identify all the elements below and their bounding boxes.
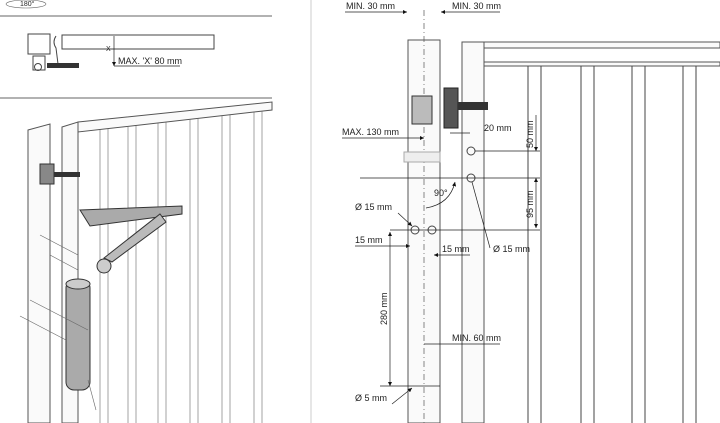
top-view-detail: X MAX. 'X' 80 mm: [27, 33, 215, 71]
15mm-left-label: 15 mm: [355, 235, 383, 245]
min-30-right-label: MIN. 30 mm: [452, 1, 501, 11]
min-60-label: MIN. 60 mm: [452, 333, 501, 343]
rotation-indicator: 180°: [5, 0, 47, 9]
perspective-gate: [19, 101, 273, 423]
95mm-label: 95 mm: [525, 190, 535, 218]
rotation-label: 180°: [20, 0, 35, 8]
max-x-label: MAX. 'X' 80 mm: [118, 56, 182, 66]
dimension-drawing: MIN. 30 mm MIN. 30 mm MAX. 130 mm 20 mm …: [342, 1, 720, 423]
dia15-left-label: Ø 15 mm: [355, 202, 392, 212]
min-30-left-label: MIN. 30 mm: [346, 1, 395, 11]
280mm-label: 280 mm: [379, 292, 389, 325]
max-130-label: MAX. 130 mm: [342, 127, 399, 137]
15mm-mid-label: 15 mm: [442, 244, 470, 254]
x-marker: X: [106, 46, 111, 53]
20mm-label: 20 mm: [484, 123, 512, 133]
dia5-label: Ø 5 mm: [355, 393, 387, 403]
50mm-label: 50 mm: [525, 120, 535, 148]
dia15-right-label: Ø 15 mm: [493, 244, 530, 254]
angle-label: 90°: [434, 188, 448, 198]
